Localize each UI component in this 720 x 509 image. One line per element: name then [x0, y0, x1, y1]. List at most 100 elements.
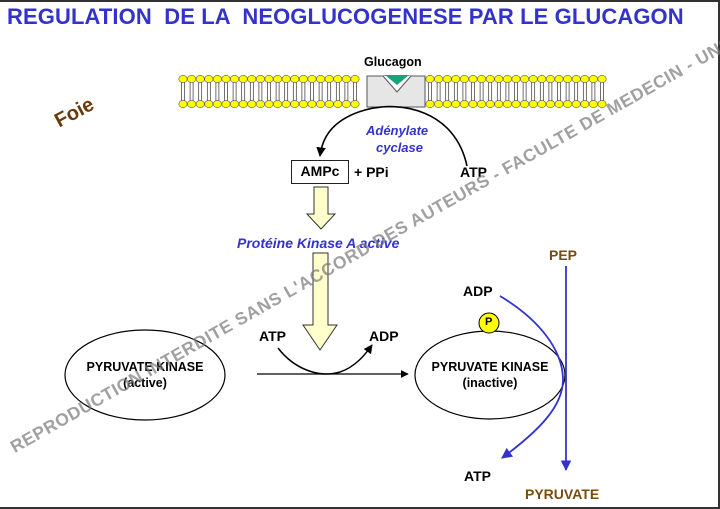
pyruvate-kinase-active-ellipse: [64, 329, 226, 421]
lipid-head: [187, 75, 197, 83]
slide-title: REGULATION DE LA NEOGLUCOGENESE PAR LE G…: [7, 4, 684, 29]
lipid-head: [494, 100, 504, 108]
lipid-head: [545, 75, 555, 83]
lipid-head: [264, 100, 274, 108]
lipid-head: [212, 100, 222, 108]
lipid-head: [434, 75, 444, 83]
lipid-head: [451, 100, 461, 108]
pka-active-label: Protéine Kinase A active: [237, 235, 400, 251]
lipid-head: [341, 100, 351, 108]
lipid-head: [290, 75, 300, 83]
lipid-head: [324, 75, 334, 83]
lipid-head: [264, 75, 274, 83]
atp-to-adp-arrow: [277, 344, 373, 375]
lipid-head: [316, 100, 326, 108]
pyruvate-kinase-inactive-label: PYRUVATE KINASE (inactive): [415, 359, 565, 391]
signal-arrow-pka-to-phosphorylation: [302, 252, 338, 351]
lipid-head: [273, 100, 283, 108]
adp-label-reaction: ADP: [463, 283, 493, 299]
enzyme-state: (active): [123, 376, 167, 390]
lipid-head: [580, 75, 590, 83]
ppi-label: + PPi: [354, 164, 389, 180]
lipid-head: [290, 100, 300, 108]
glucagon-label: Glucagon: [364, 55, 422, 69]
lipid-head: [255, 75, 265, 83]
lipid-head: [298, 75, 308, 83]
lipid-head: [477, 100, 487, 108]
lipid-head: [451, 75, 461, 83]
enzyme-state: (inactive): [462, 376, 518, 390]
lipid-head: [442, 75, 452, 83]
adp-label-phosphorylation: ADP: [369, 328, 399, 344]
adenylate-cyclase-label-line1: Adénylate: [366, 123, 429, 138]
lipid-head: [221, 75, 231, 83]
lipid-head: [554, 75, 564, 83]
lipid-head: [459, 75, 469, 83]
lipid-head: [333, 75, 343, 83]
lipid-head: [281, 100, 291, 108]
pep-label: PEP: [549, 247, 578, 263]
lipid-head: [442, 100, 452, 108]
lipid-head: [307, 100, 317, 108]
lipid-head: [307, 75, 317, 83]
lipid-head: [281, 75, 291, 83]
lipid-head: [230, 100, 240, 108]
atp-label-reaction: ATP: [464, 468, 491, 484]
lipid-head: [425, 75, 435, 83]
cell-membrane: [178, 75, 607, 108]
lipid-head: [511, 100, 521, 108]
lipid-head: [434, 100, 444, 108]
lipid-head: [597, 100, 607, 108]
adenylate-cyclase-arrow: [316, 105, 468, 167]
lipid-head: [502, 100, 512, 108]
lipid-head: [255, 100, 265, 108]
lipid-head: [350, 75, 360, 83]
enzyme-name: PYRUVATE KINASE: [86, 360, 204, 374]
lipid-head: [537, 100, 547, 108]
pyruvate-label: PYRUVATE: [525, 486, 600, 502]
lipid-head: [187, 100, 197, 108]
lipid-head: [563, 75, 573, 83]
lipid-head: [520, 100, 530, 108]
lipid-head: [324, 100, 334, 108]
lipid-head: [571, 75, 581, 83]
adp-to-atp-arrow: [499, 295, 564, 459]
atp-label-phosphorylation: ATP: [259, 328, 286, 344]
lipid-head: [580, 100, 590, 108]
lipid-head: [247, 100, 257, 108]
lipid-head: [221, 100, 231, 108]
atp-label-adenylate: ATP: [460, 164, 487, 180]
lipid-head: [350, 100, 360, 108]
lipid-head: [316, 75, 326, 83]
phosphate-badge-label: P: [485, 316, 493, 328]
lipid-head: [212, 75, 222, 83]
lipid-head: [195, 75, 205, 83]
lipid-head: [563, 100, 573, 108]
lipid-head: [230, 75, 240, 83]
lipid-head: [485, 75, 495, 83]
lipid-head: [511, 75, 521, 83]
lipid-head: [528, 100, 538, 108]
lipid-head: [333, 100, 343, 108]
lipid-head: [425, 100, 435, 108]
lipid-head: [468, 75, 478, 83]
glucagon-ligand-icon: [385, 75, 409, 85]
lipid-head: [298, 100, 308, 108]
lipid-head: [494, 75, 504, 83]
lipid-head: [554, 100, 564, 108]
lipid-head: [537, 75, 547, 83]
lipid-head: [178, 100, 188, 108]
lipid-head: [195, 100, 205, 108]
signal-arrow-ampc-to-pka: [305, 186, 337, 230]
lipid-head: [545, 100, 555, 108]
lipid-head: [178, 75, 188, 83]
lipid-head: [204, 100, 214, 108]
ampc-box: AMPc: [291, 160, 349, 184]
lipid-head: [477, 75, 487, 83]
lipid-head: [502, 75, 512, 83]
lipid-head: [597, 75, 607, 83]
lipid-head: [273, 75, 283, 83]
adenylate-cyclase-label-line2: cyclase: [376, 140, 423, 155]
